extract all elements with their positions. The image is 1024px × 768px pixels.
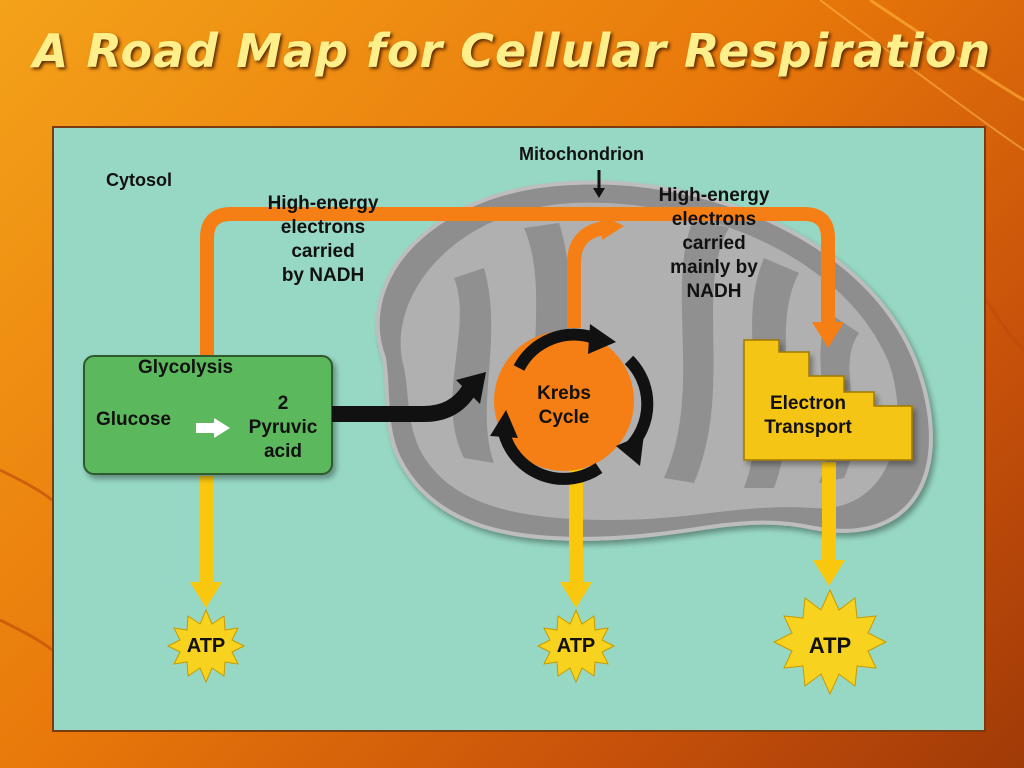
atp-star-mid [536,608,616,684]
atp-label-left: ATP [186,635,226,657]
atp-label-right: ATP [808,633,852,658]
atp-arrow-glycolysis [190,476,222,608]
atp-label-mid: ATP [556,635,596,657]
mitochondrion-pointer-arrow [593,170,605,198]
electron-transport-label: Electron Transport [764,393,852,438]
atp-star-left [166,608,246,684]
atp-star-right [772,588,888,696]
diagram-panel: Cytosol Mitochondrion High-energy electr… [52,126,986,732]
atp-arrow-krebs [560,466,592,608]
slide-title: A Road Map for Cellular Respiration [32,24,992,78]
pyruvate-to-krebs-arrow [332,372,486,422]
glucose-label: Glucose [96,409,171,430]
cytosol-label: Cytosol [106,170,173,190]
glucose-to-pyruvate-arrow [196,418,230,438]
respiration-diagram [83,170,933,696]
electron-transport-block [743,339,913,461]
atp-arrow-electron-transport [813,462,845,586]
pyruvic-acid-label: 2 Pyruvic acid [248,393,318,462]
nadh-arrow-left [200,207,844,356]
glycolysis-label: Glycolysis [138,357,234,378]
krebs-cycle-label: Krebs Cycle [537,383,591,428]
nadh-arrow-right [567,214,624,328]
mitochondrion-label: Mitochondrion [519,144,644,164]
krebs-cycle [490,324,654,485]
nadh-label-right: High-energy electrons carried mainly by … [658,185,770,302]
nadh-label-left: High-energy electrons carried by NADH [267,193,379,286]
